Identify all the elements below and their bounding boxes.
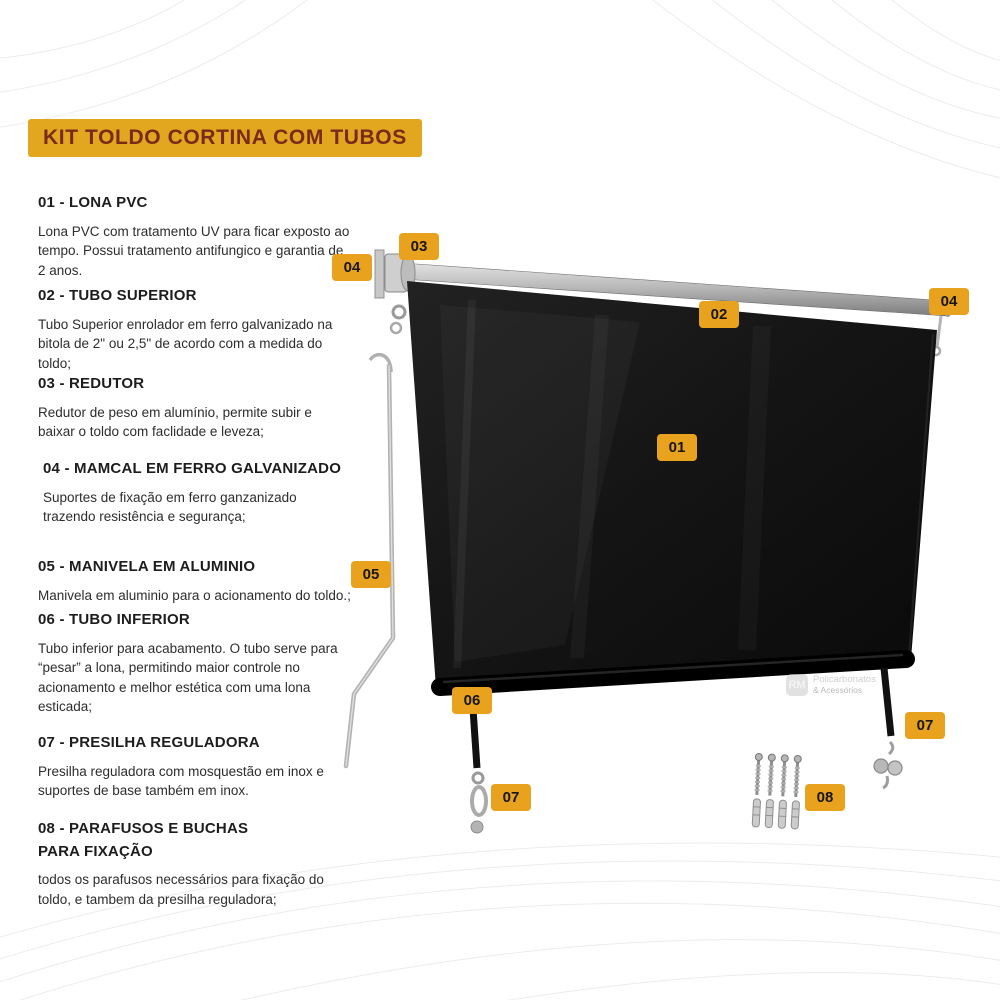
part-section-08: 08 - PARAFUSOS E BUCHAS PARA FIXAÇÃO tod… [38, 818, 352, 909]
part-description-07: Presilha reguladora com mosquestão em in… [38, 763, 324, 799]
right-strap-pulley [873, 667, 903, 790]
right-bracket [930, 315, 943, 357]
marker-06: 06 [452, 687, 492, 714]
part-section-04: 04 - MAMCAL EM FERRO GALVANIZADO Suporte… [38, 458, 352, 527]
part-section-06: 06 - TUBO INFERIOR Tubo inferior para ac… [38, 609, 352, 717]
part-heading-07: 07 - PRESILHA REGULADORA [38, 734, 260, 751]
marker-01: 01 [657, 434, 697, 461]
part-heading-04: 04 - MAMCAL EM FERRO GALVANIZADO [43, 460, 342, 477]
part-description-08: todos os parafusos necessários para fixa… [38, 872, 324, 907]
part-heading-01: 01 - LONA PVC [38, 194, 148, 211]
brand-text: Policarbonatos & Acessórios [813, 673, 876, 696]
roller-tube [401, 262, 952, 317]
marker-04-right: 04 [929, 288, 969, 315]
marker-04-left: 04 [332, 254, 372, 281]
brand-logo: RM [786, 674, 808, 696]
screws-anchors [751, 752, 802, 830]
marker-05: 05 [351, 561, 391, 588]
marker-03: 03 [399, 233, 439, 260]
reducer-gearbox [384, 253, 416, 335]
part-description-05: Manivela em aluminio para o acionamento … [38, 587, 351, 603]
part-description-06: Tubo inferior para acabamento. O tubo se… [38, 640, 338, 715]
part-section-01: 01 - LONA PVC Lona PVC com tratamento UV… [38, 192, 352, 280]
brand-watermark: RM Policarbonatos & Acessórios [786, 674, 876, 696]
part-heading-03: 03 - REDUTOR [38, 375, 145, 392]
part-section-07: 07 - PRESILHA REGULADORA Presilha regula… [38, 732, 352, 801]
left-bracket [374, 249, 385, 299]
marker-07-right: 07 [905, 712, 945, 739]
part-description-04: Suportes de fixação em ferro ganzanizado… [43, 489, 297, 525]
part-heading-05: 05 - MANIVELA EM ALUMINIO [38, 558, 256, 575]
part-description-03: Redutor de peso em alumínio, permite sub… [38, 404, 312, 440]
brand-line1: Policarbonatos [813, 673, 876, 685]
part-section-02: 02 - TUBO SUPERIOR Tubo Superior enrolad… [38, 285, 352, 373]
part-heading-08: 08 - PARAFUSOS E BUCHAS PARA FIXAÇÃO [38, 820, 249, 860]
part-heading-06: 06 - TUBO INFERIOR [38, 611, 190, 628]
page-title: KIT TOLDO CORTINA COM TUBOS [28, 119, 422, 157]
brand-line2: & Acessórios [813, 684, 863, 695]
part-description-01: Lona PVC com tratamento UV para ficar ex… [38, 223, 350, 278]
tarp-canvas [407, 281, 937, 688]
marker-02: 02 [699, 301, 739, 328]
part-description-02: Tubo Superior enrolador em ferro galvani… [38, 316, 333, 371]
part-heading-02: 02 - TUBO SUPERIOR [38, 287, 197, 304]
part-section-05: 05 - MANIVELA EM ALUMINIO Manivela em al… [38, 556, 352, 605]
marker-08: 08 [805, 784, 845, 811]
marker-07-bottom: 07 [491, 784, 531, 811]
left-strap-hook [468, 693, 488, 834]
part-section-03: 03 - REDUTOR Redutor de peso em alumínio… [38, 373, 352, 442]
